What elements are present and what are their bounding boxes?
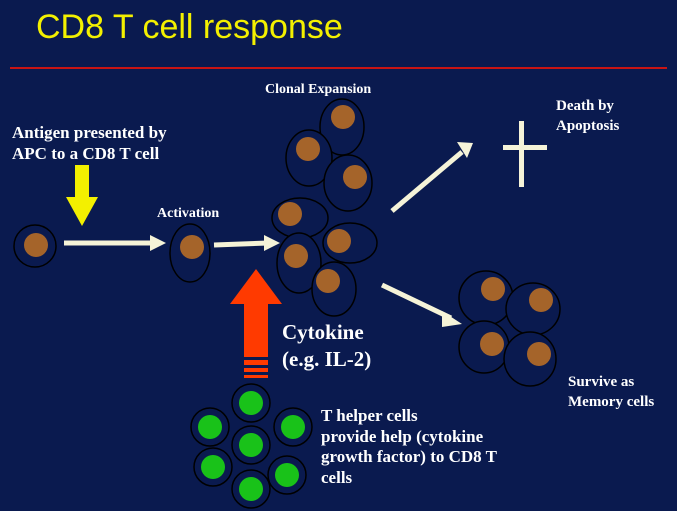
memory-cells — [458, 270, 561, 387]
title-divider — [10, 67, 667, 69]
antigen-label-line1: Antigen presented by — [12, 123, 167, 142]
t-helper-label-line4: cells — [321, 468, 353, 488]
t-helper-cell — [267, 455, 307, 495]
t-helper-cell — [231, 425, 271, 465]
activated-cd8-t-cell — [169, 223, 211, 283]
clonal-cell — [285, 129, 333, 187]
t-helper-cell — [273, 407, 313, 447]
memory-cell — [458, 320, 510, 374]
t-helper-cell — [231, 383, 271, 423]
apoptosis-label: Death by Apoptosis — [556, 97, 619, 136]
memory-cell — [503, 331, 557, 387]
activation-arrow — [64, 235, 166, 251]
clonal-expansion-cells — [271, 98, 378, 317]
memory-arrow — [380, 282, 462, 327]
activation-label: Activation — [157, 206, 220, 221]
memory-cell — [458, 270, 514, 326]
antigen-label: Antigen presented by APC to a CD8 T cell — [12, 123, 167, 164]
clonal-cell — [311, 261, 357, 317]
cytokine-label: Cytokine (e.g. IL-2) — [282, 319, 371, 374]
antigen-label-line2: APC to a CD8 T cell — [12, 143, 160, 163]
cytokine-label-line2: (e.g. IL-2) — [282, 347, 372, 372]
cytokine-label-line1: Cytokine — [282, 320, 364, 344]
antigen-yellow-arrow — [66, 165, 98, 226]
memory-cell — [505, 282, 561, 336]
t-helper-label-line2: provide help (cytokine — [321, 426, 484, 446]
memory-label-line2: Memory cells — [568, 393, 655, 410]
apoptosis-label-line1: Death by — [556, 98, 614, 114]
clonal-cell — [319, 98, 365, 156]
expansion-arrow — [213, 235, 280, 251]
clonal-cell — [322, 222, 378, 264]
clonal-expansion-label: Clonal Expansion — [265, 82, 372, 97]
t-helper-cell — [190, 407, 230, 447]
apoptosis-label-line2: Apoptosis — [556, 117, 620, 134]
t-helper-label-line1: T helper cells — [321, 406, 418, 425]
t-helper-label: T helper cells provide help (cytokine gr… — [321, 406, 497, 489]
memory-label-line1: Survive as — [568, 374, 635, 390]
cytokine-red-arrow — [230, 269, 282, 378]
naive-cd8-t-cell — [13, 224, 57, 268]
clonal-cell — [271, 197, 329, 239]
apoptosis-arrow — [390, 142, 473, 213]
clonal-cell — [323, 154, 373, 212]
t-helper-label-line3: growth factor) to CD8 T — [321, 447, 497, 467]
memory-label: Survive as Memory cells — [568, 373, 654, 412]
death-cross-icon — [503, 121, 547, 187]
t-helper-cell — [231, 469, 271, 509]
t-helper-cell — [193, 447, 233, 487]
t-helper-cells — [190, 383, 313, 509]
clonal-cell — [276, 232, 322, 294]
slide-title: CD8 T cell response — [36, 8, 343, 46]
